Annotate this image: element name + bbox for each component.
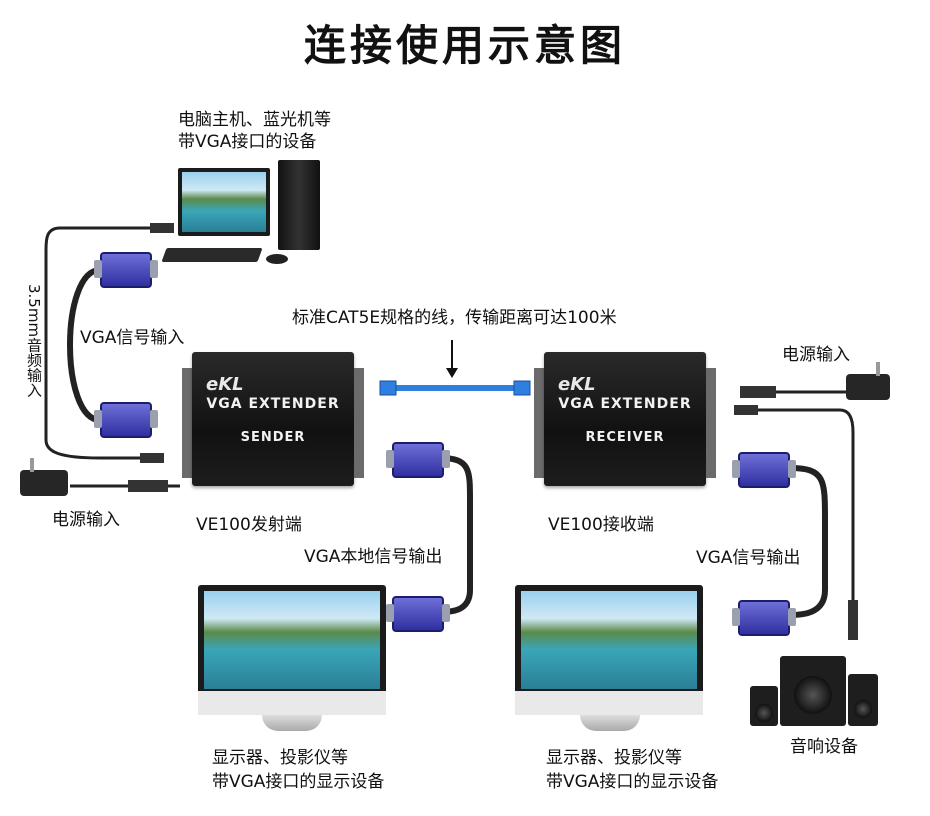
audio-input-cable	[44, 226, 160, 460]
pc-label-line2: 带VGA接口的设备	[178, 132, 317, 152]
vga-connector-monitor1	[386, 596, 450, 632]
speaker-label: 音响设备	[790, 737, 858, 757]
speaker-left	[750, 686, 778, 726]
receiver-role: RECEIVER	[585, 430, 665, 445]
vga-connector-receiver-out	[732, 452, 796, 488]
audio-jack-right	[734, 405, 758, 415]
audio-jack-speaker	[848, 600, 858, 640]
audio-jack-top	[150, 223, 174, 233]
rj45-plug-right	[513, 380, 531, 396]
power-plug-sender	[128, 480, 168, 492]
monitor2-label-line1: 显示器、投影仪等	[546, 748, 682, 768]
sender-role: SENDER	[240, 430, 306, 445]
audio-input-label: 3.5mm音频输入	[25, 284, 43, 398]
cable-arrow-head	[446, 368, 458, 378]
vga-input-cable	[67, 267, 101, 423]
vga-connector-monitor2	[732, 600, 796, 636]
sender-model: VGA EXTENDER	[206, 396, 340, 412]
rj45-plug-left	[379, 380, 397, 396]
receiver-unit: eKL VGA EXTENDER RECEIVER	[544, 352, 706, 486]
power-input-label-right: 电源输入	[782, 345, 850, 365]
monitor1-label-line2: 带VGA接口的显示设备	[212, 772, 385, 792]
vga-input-label: VGA信号输入	[80, 328, 185, 348]
receiver-model: VGA EXTENDER	[558, 396, 692, 412]
monitor-left	[198, 585, 386, 715]
sender-unit: eKL VGA EXTENDER SENDER	[192, 352, 354, 486]
power-prongs-left	[30, 458, 34, 472]
cable-note-label: 标准CAT5E规格的线，传输距离可达100米	[292, 308, 617, 328]
vga-output-label: VGA信号输出	[696, 548, 801, 568]
local-output-label: VGA本地信号输出	[304, 547, 443, 567]
monitor-right	[515, 585, 703, 715]
pc-tower	[278, 160, 320, 250]
subwoofer	[780, 656, 846, 726]
power-input-label-left: 电源输入	[52, 510, 120, 530]
vga-connector-local-out	[386, 442, 450, 478]
vga-connector-sender-in	[94, 402, 158, 438]
audio-output-cable	[740, 408, 855, 600]
power-prongs-right	[876, 362, 880, 376]
sender-name-label: VE100发射端	[196, 515, 302, 535]
receiver-name-label: VE100接收端	[548, 515, 654, 535]
sender-right-ports	[354, 368, 364, 478]
audio-jack-bottom	[140, 453, 164, 463]
monitor1-label-line1: 显示器、投影仪等	[212, 748, 348, 768]
receiver-brand: eKL	[558, 374, 596, 395]
sender-brand: eKL	[206, 374, 244, 395]
pc-mouse	[266, 254, 288, 264]
power-adapter-right	[846, 374, 890, 400]
monitor-right-stand	[580, 715, 640, 731]
power-plug-receiver	[740, 386, 776, 398]
pc-label-line1: 电脑主机、蓝光机等	[178, 110, 331, 130]
monitor-left-stand	[262, 715, 322, 731]
sender-side-ports	[182, 368, 192, 478]
speaker-right	[848, 674, 878, 726]
pc-keyboard	[161, 248, 263, 262]
receiver-left-ports	[534, 368, 544, 478]
vga-connector-pc	[94, 252, 158, 288]
local-output-cable	[439, 455, 473, 615]
page-title: 连接使用示意图	[303, 21, 626, 70]
desktop-computer	[160, 160, 335, 270]
pc-monitor	[178, 168, 270, 236]
power-adapter-left	[20, 470, 68, 496]
vga-output-cable	[789, 465, 828, 618]
monitor2-label-line2: 带VGA接口的显示设备	[546, 772, 719, 792]
receiver-side-ports	[706, 368, 716, 478]
